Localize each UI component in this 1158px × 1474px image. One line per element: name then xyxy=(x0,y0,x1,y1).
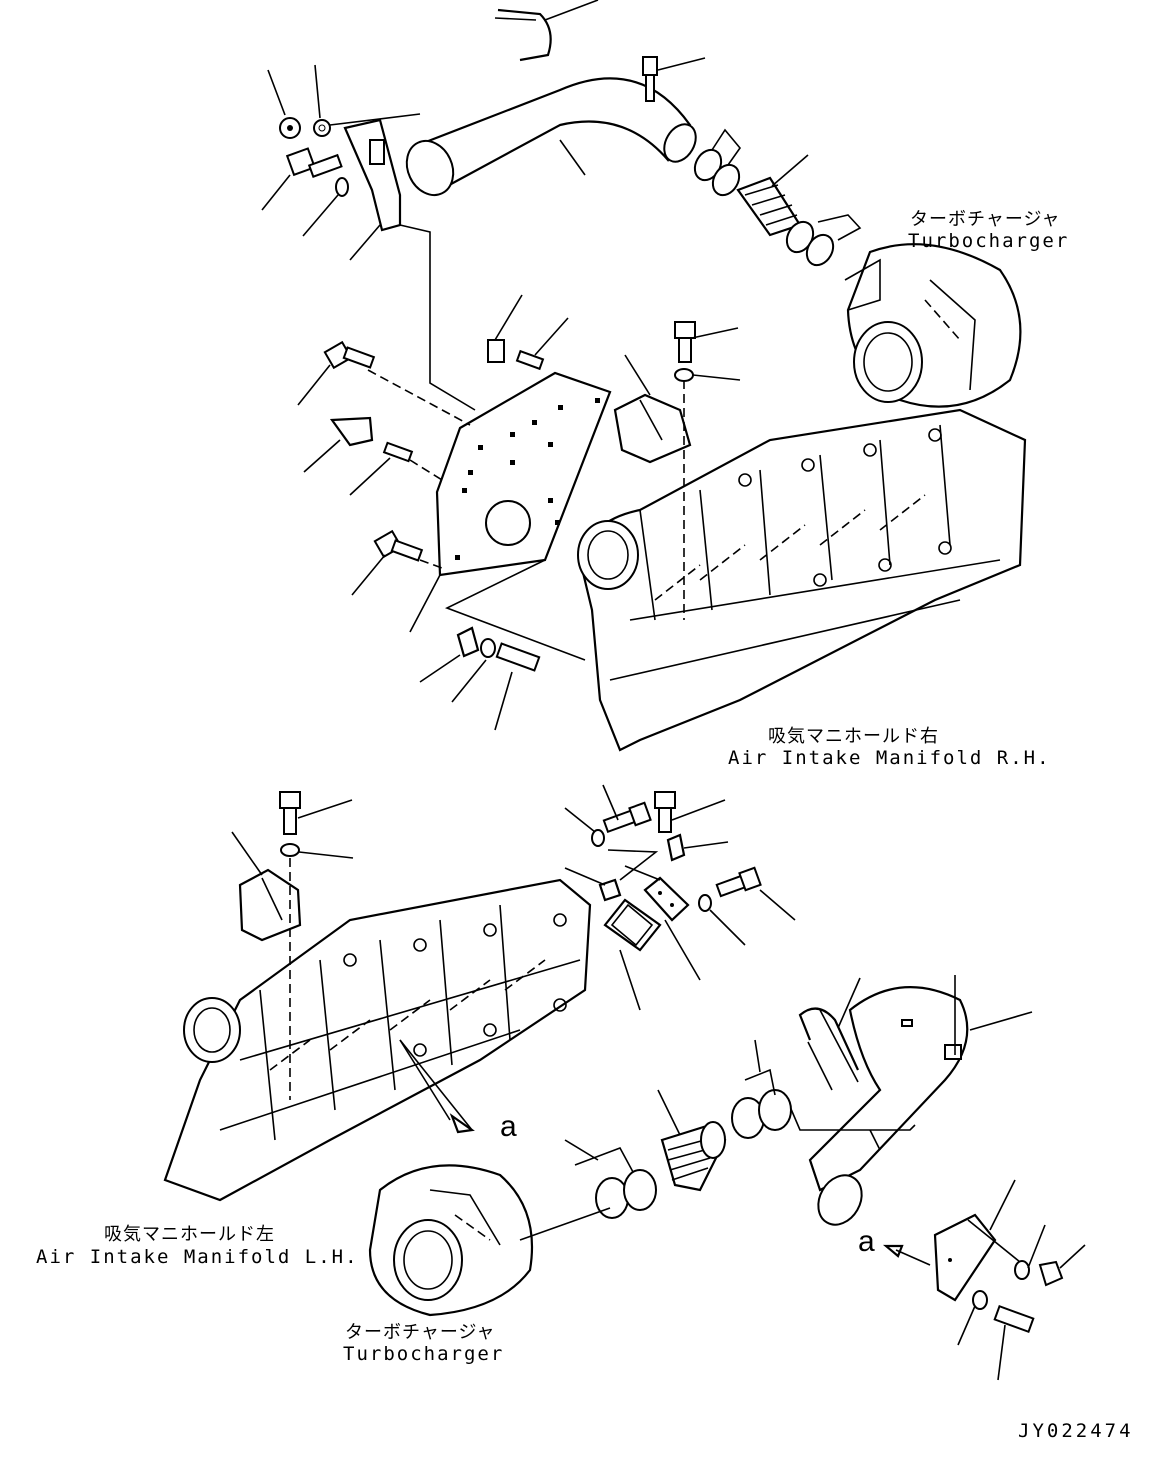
bracket-pipe-lower xyxy=(933,1179,1086,1381)
cover-plate-lh xyxy=(603,865,796,1011)
turbocharger-upper xyxy=(844,243,1022,408)
air-intake-pipe-upper xyxy=(405,77,697,197)
bracket-manifold-lh xyxy=(231,791,354,1100)
lower-assembly xyxy=(163,784,1086,1381)
bolt-plate-upper xyxy=(297,340,471,426)
turbocharger-upper-label-en: Turbocharger xyxy=(908,230,1070,252)
o-rings-lower-left xyxy=(564,1139,657,1219)
u-bolt-clamp-upper xyxy=(494,0,599,62)
o-rings-upper-left xyxy=(693,128,742,197)
nut-and-washer-upper xyxy=(267,64,421,139)
air-intake-manifold-rh xyxy=(577,408,1027,752)
bracket-plate-left xyxy=(303,416,443,496)
drawing-number: JY022474 xyxy=(1018,1420,1134,1442)
manifold-lh-label-en: Air Intake Manifold L.H. xyxy=(36,1246,359,1268)
manifold-lh-label-jp: 吸気マニホールド左 xyxy=(104,1224,275,1245)
bolt-plate-lower xyxy=(351,529,443,596)
reference-mark-a-left: a xyxy=(500,1110,517,1143)
reference-mark-a-right: a xyxy=(858,1225,875,1258)
o-rings-upper-right xyxy=(785,214,862,267)
pin-and-clip-upper xyxy=(487,294,569,371)
manifold-rh-label-en: Air Intake Manifold R.H. xyxy=(728,747,1051,769)
bolt-pipe-top xyxy=(642,56,706,102)
turbocharger-upper-label-jp: ターボチャージャ xyxy=(910,209,1061,230)
turbocharger-lower xyxy=(368,1164,611,1317)
o-rings-lower-right xyxy=(731,1039,792,1139)
air-intake-pipe-lower xyxy=(808,975,1033,1226)
bracket-manifold-rh xyxy=(613,321,741,620)
turbocharger-lower-label-en: Turbocharger xyxy=(343,1343,505,1365)
turbocharger-lower-label-jp: ターボチャージャ xyxy=(345,1322,496,1343)
bellows-hose-lower xyxy=(657,1089,727,1192)
fastener-group-plate-lower xyxy=(419,559,586,731)
bracket-upper-left xyxy=(343,118,402,261)
bolts-cover-lh xyxy=(564,784,729,902)
air-intake-manifold-lh xyxy=(163,878,592,1202)
bolt-bracket-upper xyxy=(261,147,349,237)
u-bolt-clamp-lower xyxy=(798,977,861,1091)
mounting-plate xyxy=(409,371,612,633)
manifold-rh-label-jp: 吸気マニホールド右 xyxy=(768,726,939,747)
upper-assembly xyxy=(261,0,1027,752)
